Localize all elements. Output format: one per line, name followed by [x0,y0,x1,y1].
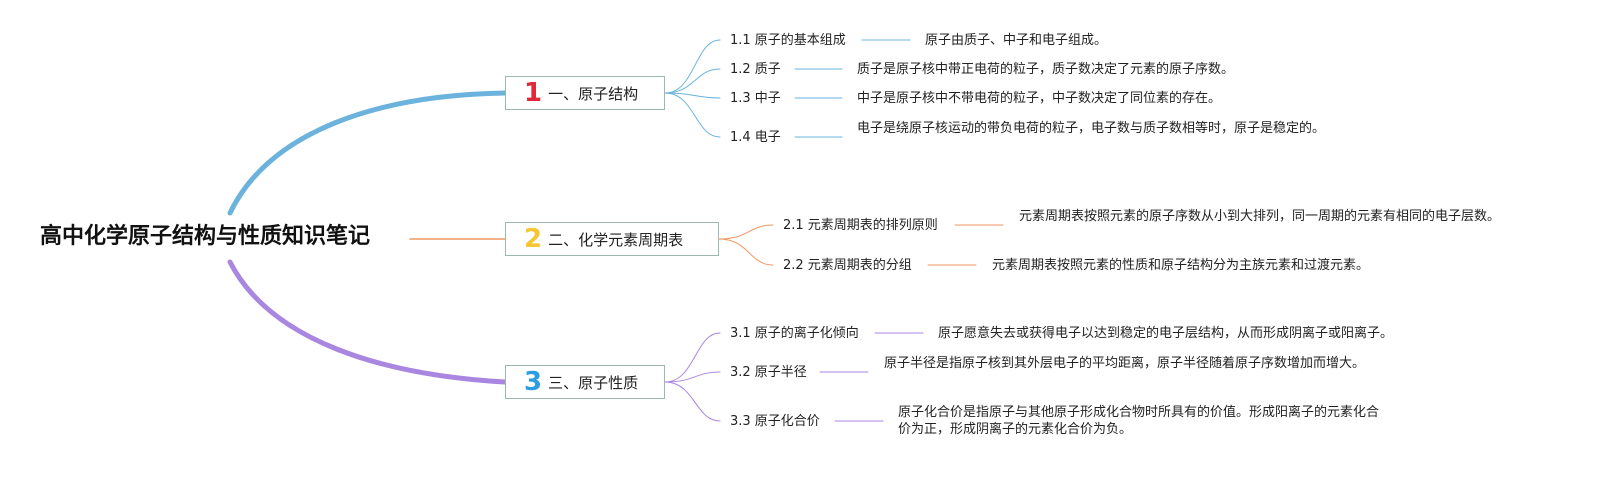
connector-2-2 [718,238,774,266]
branch-atomic-structure[interactable]: 1 一、原子结构 [505,76,665,110]
subtopic-note: 原子半径是指原子核到其外层电子的平均距离，原子半径随着原子序数增加而增大。 [884,356,1366,371]
subtopic-note: 原子由质子、中子和电子组成。 [925,33,1108,48]
subtopic-label[interactable]: 3.2 原子半径 [730,365,807,380]
connector-1-4 [664,92,721,138]
subtopic-label[interactable]: 1.4 电子 [730,130,781,145]
branch-periodic-table[interactable]: 2 二、化学元素周期表 [505,222,719,256]
connector-1-2 [664,68,721,94]
branch-label: 三、原子性质 [548,373,639,392]
subtopic-label[interactable]: 2.1 元素周期表的排列原则 [783,218,938,233]
subtopic-note: 元素周期表按照元素的性质和原子结构分为主族元素和过渡元素。 [992,258,1370,273]
connector-2-1 [718,224,774,240]
branch-label: 二、化学元素周期表 [548,230,684,249]
branch-number-2: 2 [524,224,543,254]
connector-1-1 [664,39,721,94]
subtopic-note: 质子是原子核中带正电荷的粒子，质子数决定了元素的原子序数。 [857,62,1235,77]
connector-3-1 [664,332,721,383]
subtopic-label[interactable]: 1.3 中子 [730,91,781,106]
subtopic-label[interactable]: 3.3 原子化合价 [730,414,820,429]
subtopic-note: 元素周期表按照元素的原子序数从小到大排列，同一周期的元素有相同的电子层数。 [1019,209,1501,224]
connector-3-2 [664,371,721,383]
subtopic-label[interactable]: 3.1 原子的离子化倾向 [730,326,859,341]
branch-label: 一、原子结构 [548,84,639,103]
subtopic-note: 原子愿意失去或获得电子以达到稳定的电子层结构，从而形成阴离子或阳离子。 [938,326,1394,341]
branch-number-3: 3 [524,367,543,397]
subtopic-label[interactable]: 1.1 原子的基本组成 [730,33,846,48]
root-topic[interactable]: 高中化学原子结构与性质知识笔记 [40,224,371,249]
connector-3-3 [664,381,721,422]
subtopic-note: 电子是绕原子核运动的带负电荷的粒子，电子数与质子数相等时，原子是稳定的。 [857,121,1326,136]
connector-root-branch-1 [227,90,508,216]
connector-root-branch-3 [227,259,508,385]
subtopic-label[interactable]: 2.2 元素周期表的分组 [783,258,912,273]
branch-atomic-properties[interactable]: 3 三、原子性质 [505,365,665,399]
subtopic-note: 原子化合价是指原子与其他原子形成化合物时所具有的价值。形成阳离子的元素化合价为正… [898,405,1380,437]
connector-1-3 [664,92,721,99]
subtopic-note: 中子是原子核中不带电荷的粒子，中子数决定了同位素的存在。 [857,91,1222,106]
subtopic-label[interactable]: 1.2 质子 [730,62,781,77]
branch-number-1: 1 [524,78,543,108]
